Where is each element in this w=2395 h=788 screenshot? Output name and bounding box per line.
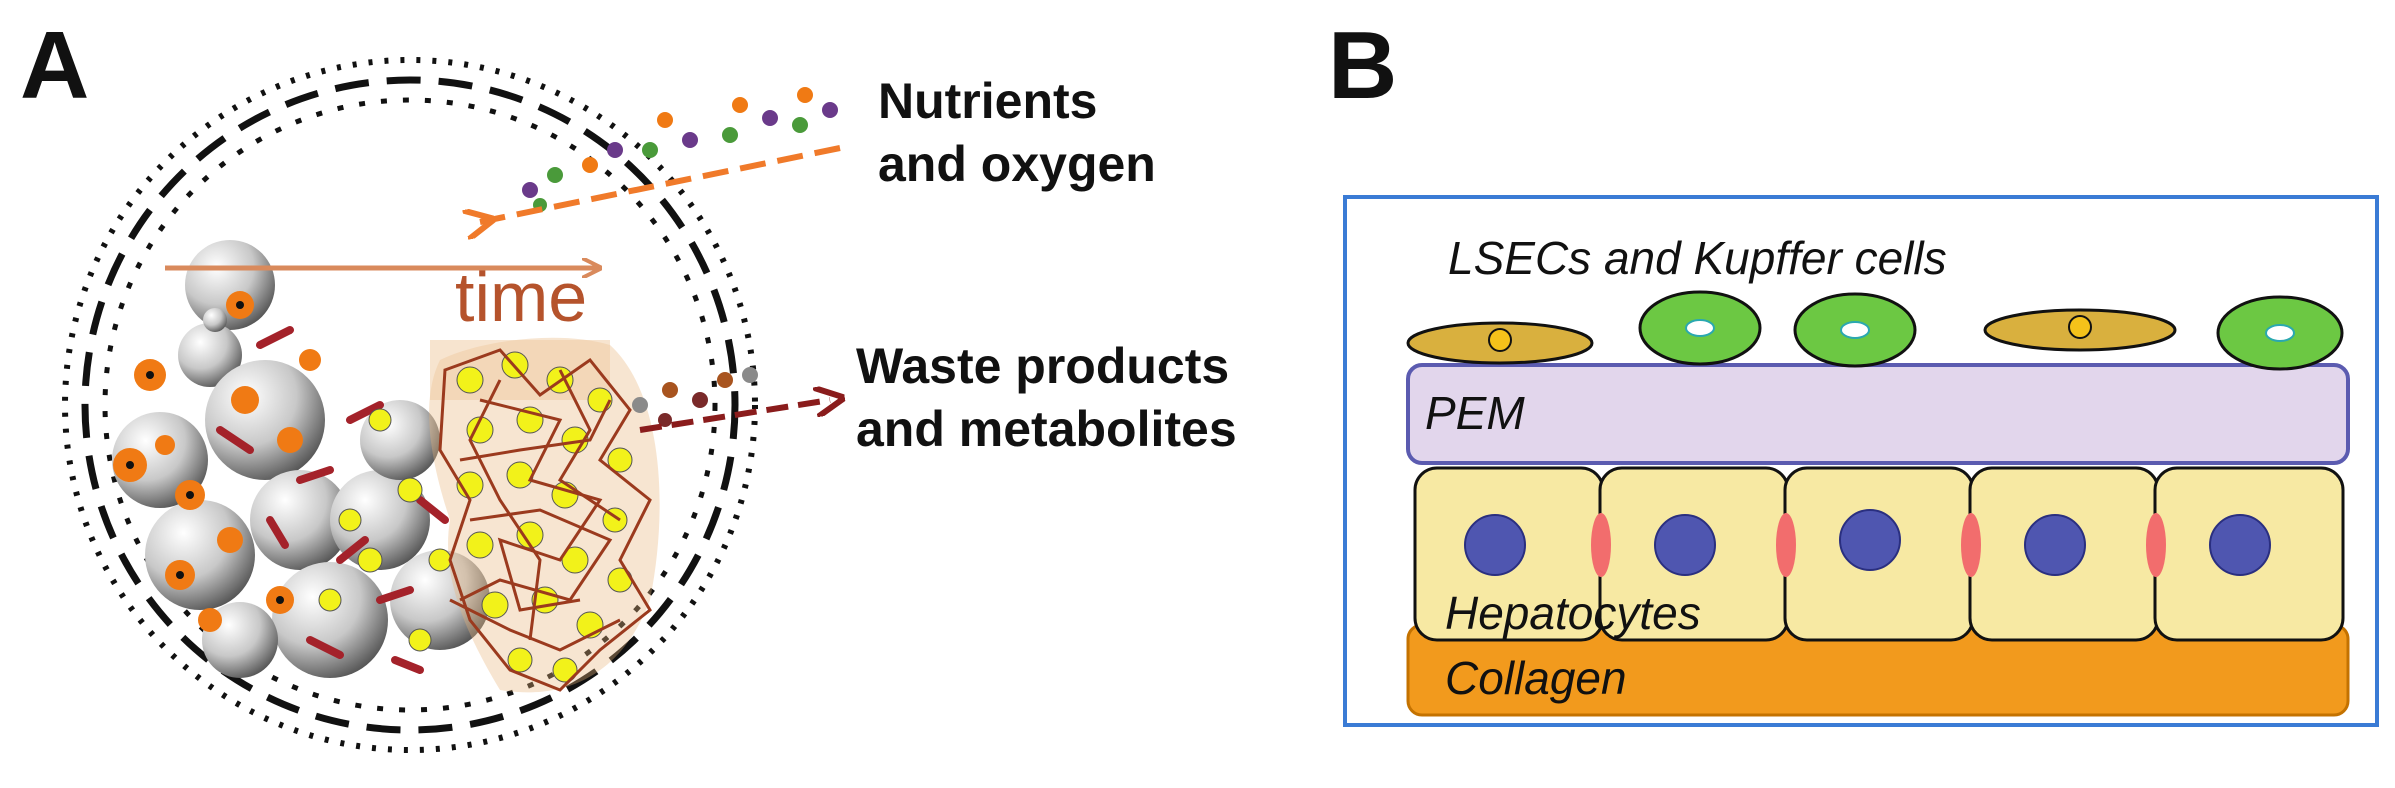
waste-particles (632, 367, 758, 427)
nutrients-label: Nutrients and oxygen (878, 70, 1156, 195)
bioreactor-scaffold (62, 57, 758, 753)
time-label: time (455, 258, 588, 336)
outer-membrane-ring (81, 76, 739, 734)
nutrients-label-line2: and oxygen (878, 135, 1156, 192)
elongated-cells (216, 326, 449, 674)
pem-label: PEM (1425, 387, 1525, 439)
nutrients-label-line1: Nutrients (878, 73, 1098, 129)
inner-dotted-ring (102, 97, 718, 713)
outer-dotted-ring (62, 57, 758, 753)
microsphere-cluster (112, 240, 490, 678)
collagen-label: Collagen (1445, 652, 1627, 704)
waste-label-line1: Waste products (856, 338, 1230, 394)
hepatocyte-layer (1413, 466, 2345, 642)
hepatocytes-label: Hepatocytes (1445, 587, 1701, 639)
pem-layer (1406, 363, 2350, 465)
nutrient-arrow (480, 145, 841, 222)
tissue-region (318, 337, 660, 693)
waste-arrow (639, 400, 830, 433)
lsec-kupffer-label: LSECs and Kupffer cells (1448, 232, 1947, 284)
panel-letter-a: A (20, 12, 90, 119)
nutrient-particles (522, 87, 838, 212)
lsec-kupffer-layer (1406, 290, 2344, 371)
waste-label-line2: and metabolites (856, 400, 1237, 457)
waste-label: Waste products and metabolites (856, 335, 1237, 460)
panel-letter-b: B (1328, 12, 1398, 119)
